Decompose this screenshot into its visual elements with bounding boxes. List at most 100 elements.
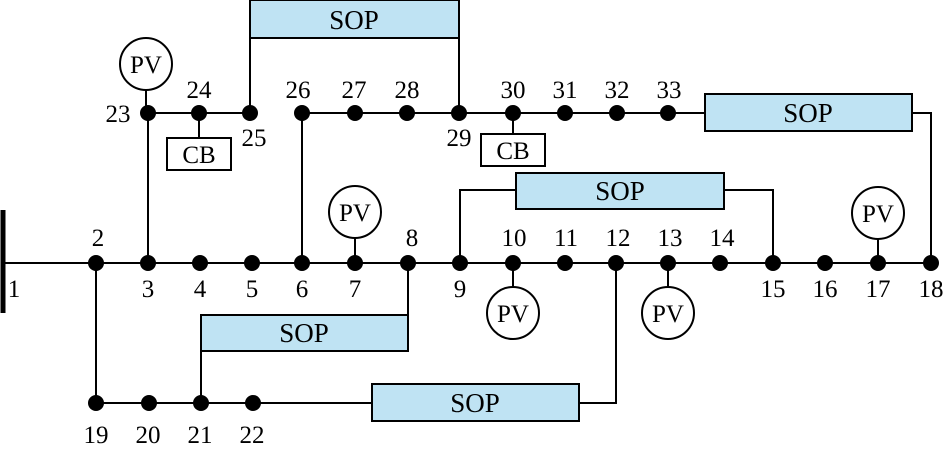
bus-label-9: 9 (454, 276, 467, 303)
cb-24: CB (166, 137, 232, 171)
sop-label: SOP (783, 98, 833, 128)
pv-label: PV (497, 301, 529, 328)
bus-label-2: 2 (92, 225, 105, 252)
bus-label-5: 5 (246, 276, 259, 303)
pv-7: PV (328, 185, 382, 239)
sop-box (371, 383, 580, 422)
sop-tie-33-18 (912, 112, 932, 263)
bus-node-10 (505, 255, 521, 271)
bus-node-22 (245, 395, 261, 411)
cb-label: CB (496, 138, 529, 165)
bus-label-13: 13 (658, 225, 683, 252)
bus-node-2 (88, 255, 104, 271)
sop-box (200, 314, 409, 352)
pv-label: PV (652, 301, 684, 328)
sop-label: SOP (329, 5, 379, 35)
bus-label-16: 16 (813, 276, 838, 303)
bus-nodes (88, 105, 939, 411)
bus-label-20: 20 (136, 422, 161, 449)
sop-label: SOP (450, 388, 500, 418)
bus-label-19: 19 (84, 422, 109, 449)
cb-label: CB (182, 142, 215, 169)
bus-node-28 (399, 105, 415, 121)
bus-label-23: 23 (106, 101, 131, 128)
bus-node-5 (244, 255, 260, 271)
bus-label-24: 24 (187, 77, 213, 104)
bus-label-26: 26 (286, 77, 311, 104)
bus-label-1: 1 (8, 276, 21, 303)
pv-23: PV (119, 37, 173, 91)
bus-node-23 (140, 105, 156, 121)
sop-box (249, 0, 460, 39)
bus-node-6 (294, 255, 310, 271)
bus-node-18 (923, 255, 939, 271)
bus-label-7: 7 (349, 276, 362, 303)
bus-label-8: 8 (406, 225, 419, 252)
bus-labels: 1 2 3 4 5 6 7 8 9 10 11 12 13 14 15 16 1… (8, 77, 944, 449)
bus-label-10: 10 (502, 225, 527, 252)
sop-top: SOP (249, 0, 460, 39)
bus-node-33 (660, 105, 676, 121)
bus-label-33: 33 (657, 77, 682, 104)
sop-box (704, 93, 913, 132)
pv-10: PV (486, 286, 540, 340)
sop-tie-9-15 (459, 189, 516, 263)
bus-node-29 (451, 105, 467, 121)
bus-label-12: 12 (606, 225, 631, 252)
bus-node-11 (557, 255, 573, 271)
cb-box (480, 133, 546, 167)
pv-label: PV (339, 200, 371, 227)
bus-label-21: 21 (188, 422, 213, 449)
bus-label-31: 31 (553, 77, 578, 104)
sop-tie-22-12-b (579, 263, 617, 404)
pv-17: PV (851, 186, 905, 240)
bus-label-15: 15 (761, 276, 786, 303)
sop-right: SOP (704, 93, 913, 132)
sop-middle: SOP (515, 172, 725, 210)
bus-node-14 (712, 255, 728, 271)
bus-label-30: 30 (501, 77, 526, 104)
bus-label-3: 3 (142, 276, 155, 303)
cb-box (166, 137, 232, 171)
bus-node-13 (660, 255, 676, 271)
sop-lower-left: SOP (200, 314, 409, 352)
bus-node-26 (294, 105, 310, 121)
pv-13: PV (641, 286, 695, 340)
bus-node-30 (505, 105, 521, 121)
bus-node-9 (452, 255, 468, 271)
bus-label-22: 22 (240, 422, 265, 449)
bus-label-25: 25 (242, 125, 267, 152)
bus-node-16 (817, 255, 833, 271)
bus-node-27 (347, 105, 363, 121)
bus-node-12 (608, 255, 624, 271)
sop-label: SOP (595, 176, 645, 206)
bus-node-4 (192, 255, 208, 271)
sop-bottom: SOP (371, 383, 580, 422)
bus-label-32: 32 (605, 77, 630, 104)
bus-node-15 (765, 255, 781, 271)
bus-node-19 (88, 395, 104, 411)
bus-label-18: 18 (919, 276, 944, 303)
pv-circle (641, 286, 695, 340)
bus-node-21 (193, 395, 209, 411)
pv-label: PV (130, 52, 162, 79)
bus-label-27: 27 (342, 77, 367, 104)
bus-node-32 (609, 105, 625, 121)
bus-label-4: 4 (194, 276, 207, 303)
bus-node-25 (242, 105, 258, 121)
pv-circle (328, 185, 382, 239)
pv-circle (851, 186, 905, 240)
bus-node-31 (557, 105, 573, 121)
pv-circle (486, 286, 540, 340)
sop-box (515, 172, 725, 210)
bus-node-8 (400, 255, 416, 271)
bus-node-17 (870, 255, 886, 271)
sop-tie-9-15-b (724, 189, 774, 263)
bus-label-14: 14 (710, 225, 736, 252)
bus-label-17: 17 (866, 276, 891, 303)
sop-label: SOP (279, 318, 329, 348)
bus-node-20 (141, 395, 157, 411)
pv-circle (119, 37, 173, 91)
bus-label-6: 6 (296, 276, 309, 303)
